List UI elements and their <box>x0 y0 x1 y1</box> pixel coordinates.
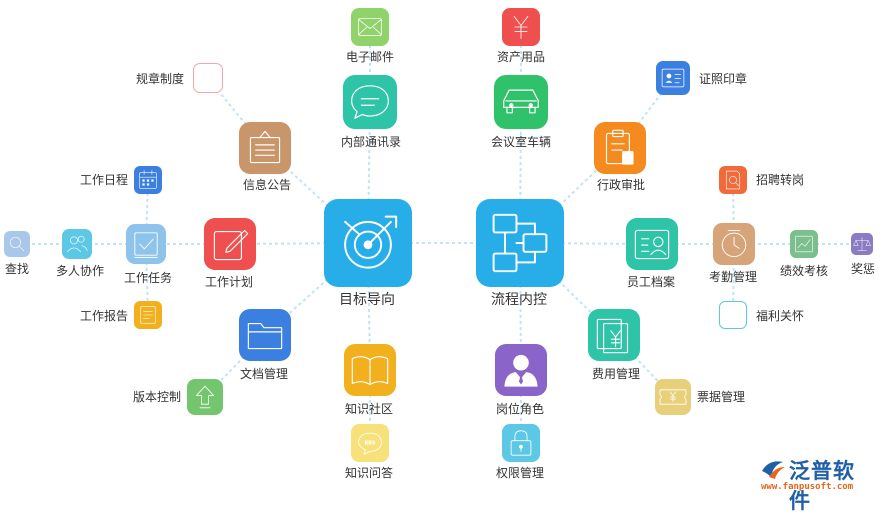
multi-collab-label: 多人协作 <box>56 264 105 278</box>
meeting-room-vehicle-label: 会议室车辆 <box>491 135 552 149</box>
expense-label: 费用管理 <box>592 367 641 381</box>
rules-regulations-label: 规章制度 <box>136 72 185 86</box>
multi-collab-icon <box>62 229 92 259</box>
knowledge-community-label: 知识社区 <box>345 402 394 416</box>
welfare-icon <box>719 301 747 329</box>
permission-label: 权限管理 <box>496 466 545 480</box>
bill-management-icon <box>655 379 691 415</box>
admin-approval-icon <box>594 122 646 174</box>
info-notice-label: 信息公告 <box>243 178 292 192</box>
internal-messenger-label: 内部通讯录 <box>341 135 402 149</box>
goal-hub-icon <box>324 199 412 287</box>
brand-logo: 泛普软件 www.fanpusoft.com <box>757 455 875 513</box>
post-role-icon <box>495 344 547 396</box>
employee-archive-label: 员工档案 <box>627 275 676 289</box>
recruit-transfer-label: 招聘转岗 <box>756 173 805 187</box>
post-role-label: 岗位角色 <box>496 402 545 416</box>
reward-punish-icon <box>851 233 873 255</box>
knowledge-qa-label: 知识问答 <box>345 466 394 480</box>
welfare-label: 福利关怀 <box>756 309 805 323</box>
process-hub-label: 流程内控 <box>491 292 547 308</box>
attendance-icon <box>713 223 755 265</box>
email-label: 电子邮件 <box>346 50 395 64</box>
process-hub-icon <box>476 199 564 287</box>
attendance-label: 考勤管理 <box>709 270 758 284</box>
expense-icon <box>588 309 640 361</box>
knowledge-community-icon <box>344 344 396 396</box>
version-control-label: 版本控制 <box>133 390 182 404</box>
logo-url: www.fanpusoft.com <box>761 482 854 492</box>
work-plan-icon <box>204 218 256 270</box>
search-label: 查找 <box>5 262 30 276</box>
doc-management-label: 文档管理 <box>240 367 289 381</box>
recruit-transfer-icon <box>719 166 747 194</box>
work-plan-label: 工作计划 <box>205 275 254 289</box>
internal-messenger-icon <box>343 75 397 129</box>
performance-icon <box>790 230 818 258</box>
license-seal-icon <box>656 61 690 95</box>
doc-management-icon <box>239 309 291 361</box>
performance-label: 绩效考核 <box>780 264 829 278</box>
work-schedule-label: 工作日程 <box>80 173 129 187</box>
version-control-icon <box>187 379 223 415</box>
work-task-icon <box>126 224 166 264</box>
search-icon <box>4 231 30 257</box>
asset-supplies-icon <box>502 8 540 46</box>
work-report-icon <box>134 301 162 329</box>
work-task-label: 工作任务 <box>124 271 173 285</box>
logo-mark-icon <box>762 461 785 479</box>
bill-management-label: 票据管理 <box>697 390 746 404</box>
connector-attendance-recruit <box>732 179 735 245</box>
admin-approval-label: 行政审批 <box>597 178 646 192</box>
meeting-room-vehicle-icon <box>494 75 548 129</box>
reward-punish-label: 奖惩 <box>851 262 876 276</box>
employee-archive-icon <box>626 218 678 270</box>
svg-text:BBS: BBS <box>364 441 376 447</box>
info-notice-icon <box>239 122 291 174</box>
goal-hub-label: 目标导向 <box>339 292 395 308</box>
asset-supplies-label: 资产用品 <box>497 50 546 64</box>
license-seal-label: 证照印章 <box>699 72 748 86</box>
rules-regulations-icon <box>193 63 223 93</box>
knowledge-qa-icon: BBS <box>351 424 389 462</box>
permission-icon <box>502 424 540 462</box>
work-schedule-icon <box>134 166 162 194</box>
connector-task-schedule <box>145 179 149 245</box>
work-report-label: 工作报告 <box>80 309 129 323</box>
email-icon <box>351 8 389 46</box>
